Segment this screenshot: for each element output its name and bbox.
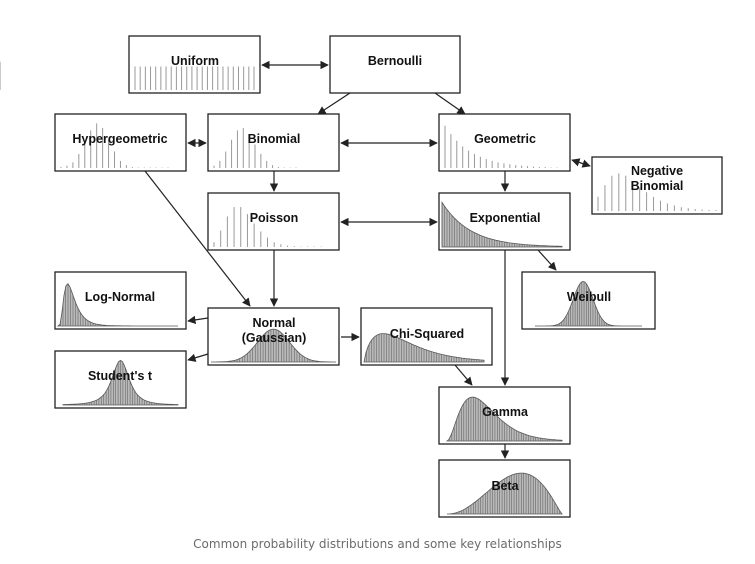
node-label: Binomial — [248, 132, 301, 146]
node-label: Student's t — [88, 369, 153, 383]
figure-caption: Common probability distributions and som… — [193, 537, 562, 551]
node-geometric: Geometric — [438, 113, 571, 172]
node-label: Exponential — [470, 211, 541, 225]
node-label: Chi-Squared — [390, 327, 464, 341]
node-label: Log-Normal — [85, 290, 155, 304]
node-binomial: Binomial — [207, 113, 340, 172]
node-label: Uniform — [171, 54, 219, 68]
node-weibull: Weibull — [521, 271, 656, 330]
node-box — [207, 192, 340, 251]
edge-hypergeometric-to-normal — [144, 170, 251, 307]
node-gamma: Gamma — [438, 386, 571, 445]
edge-normal-to-students-t — [187, 353, 209, 362]
node-box — [591, 156, 723, 215]
node-label: Poisson — [250, 211, 299, 225]
edge-bernoulli-to-geometric — [434, 92, 466, 115]
edge-geometric-to-negative-binomial — [571, 158, 591, 168]
node-normal: Normal(Gaussian) — [207, 307, 340, 366]
node-poisson: Poisson — [207, 192, 340, 251]
edges — [144, 60, 591, 459]
node-uniform: Uniform — [128, 35, 261, 94]
edge-normal-to-log-normal — [187, 315, 209, 325]
node-box — [438, 113, 571, 172]
node-hypergeometric: Hypergeometric — [54, 113, 187, 172]
node-chi-squared: Chi-Squared — [360, 307, 493, 366]
node-label: Hypergeometric — [72, 132, 167, 146]
node-label: Bernoulli — [368, 54, 422, 68]
node-label: Beta — [491, 479, 519, 493]
node-students-t: Student's t — [54, 350, 187, 409]
node-label: Weibull — [567, 290, 611, 304]
density-curve — [56, 283, 178, 327]
node-log-normal: Log-Normal — [54, 271, 187, 330]
node-beta: Beta — [438, 459, 571, 518]
node-box — [207, 113, 340, 172]
node-label: Geometric — [474, 132, 536, 146]
edge-exponential-to-weibull — [537, 249, 557, 271]
edge-bernoulli-to-binomial — [317, 92, 351, 115]
node-bernoulli: Bernoulli — [0, 35, 461, 94]
node-box — [329, 35, 461, 94]
node-exponential: Exponential — [438, 192, 571, 251]
node-label: Gamma — [482, 405, 529, 419]
node-label: Normal(Gaussian) — [242, 316, 307, 345]
edge-chi-squared-to-gamma — [454, 364, 473, 386]
